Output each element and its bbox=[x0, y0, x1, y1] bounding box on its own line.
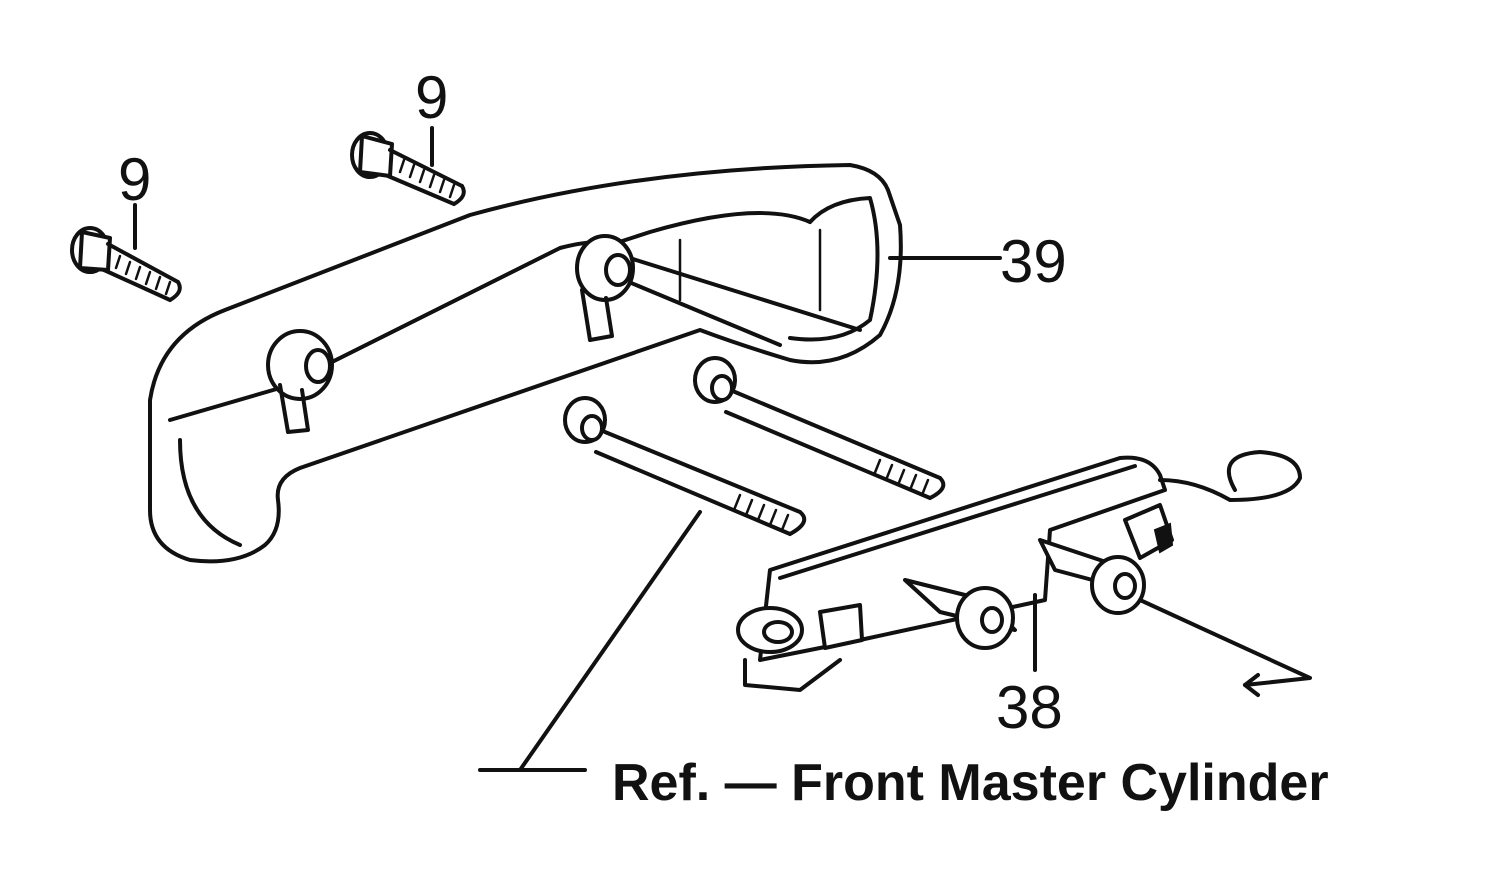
callout-handle: 39 bbox=[1000, 228, 1067, 295]
long-bolts bbox=[563, 356, 946, 536]
bolt-9-top bbox=[350, 126, 466, 206]
reference-label: Ref. — Front Master Cylinder bbox=[612, 754, 1329, 812]
leader-lines bbox=[478, 510, 1312, 772]
bolt-9-left bbox=[70, 203, 182, 302]
handle-39 bbox=[148, 163, 1002, 564]
callout-pivot: 38 bbox=[996, 674, 1063, 741]
callout-bolt-left: 9 bbox=[118, 146, 151, 213]
pivot-bracket-38 bbox=[736, 450, 1302, 692]
callout-bolt-top: 9 bbox=[415, 64, 448, 131]
